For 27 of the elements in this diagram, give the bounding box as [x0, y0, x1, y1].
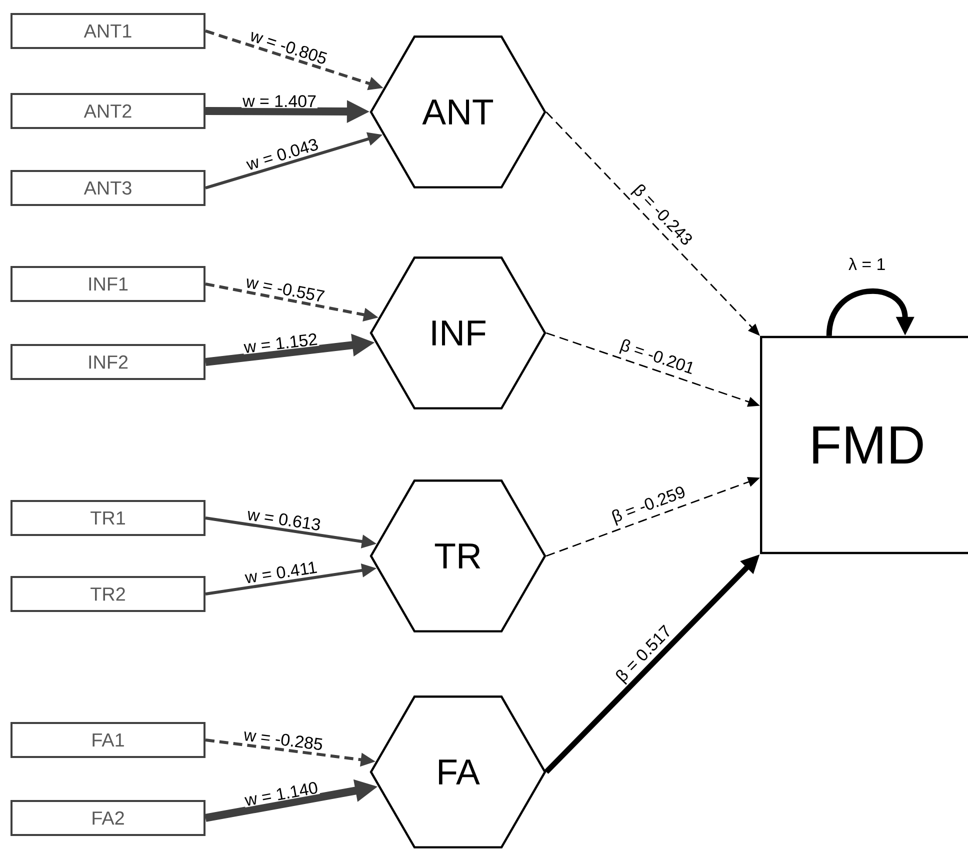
indicator-box: ANT3 — [10, 170, 206, 206]
construct-hexagon: ANT — [370, 36, 546, 188]
edge-label: w = 1.407 — [242, 94, 318, 108]
indicator-box: INF1 — [10, 266, 206, 302]
edge-label: β = -0.259 — [608, 484, 690, 528]
edge-label: w = 0.043 — [244, 136, 321, 172]
edge-label: β = -0.201 — [616, 336, 698, 380]
indicator-box: ANT1 — [10, 13, 206, 49]
outcome-box: FMD — [760, 336, 968, 554]
indicator-box: ANT2 — [10, 93, 206, 129]
edge-label: λ = 1 — [848, 256, 887, 272]
edge-label: w = -0.557 — [244, 274, 327, 304]
construct-hexagon: INF — [370, 256, 546, 410]
edge-label: w = -0.285 — [242, 728, 325, 752]
indicator-box: TR2 — [10, 576, 206, 612]
construct-hexagon: TR — [370, 480, 546, 632]
indicator-box: FA1 — [10, 722, 206, 758]
edge-label: w = 0.411 — [243, 560, 320, 585]
construct-hexagon: FA — [370, 696, 546, 848]
indicator-box: INF2 — [10, 344, 206, 380]
edge-label: w = -0.805 — [248, 28, 330, 66]
indicator-box: TR1 — [10, 500, 206, 536]
edge-label: w = 0.613 — [246, 506, 323, 532]
edge-label: w = 1.140 — [242, 780, 320, 808]
self-loop-arrow — [826, 288, 914, 336]
indicator-box: FA2 — [10, 800, 206, 836]
edge-label: w = 1.152 — [242, 332, 320, 354]
